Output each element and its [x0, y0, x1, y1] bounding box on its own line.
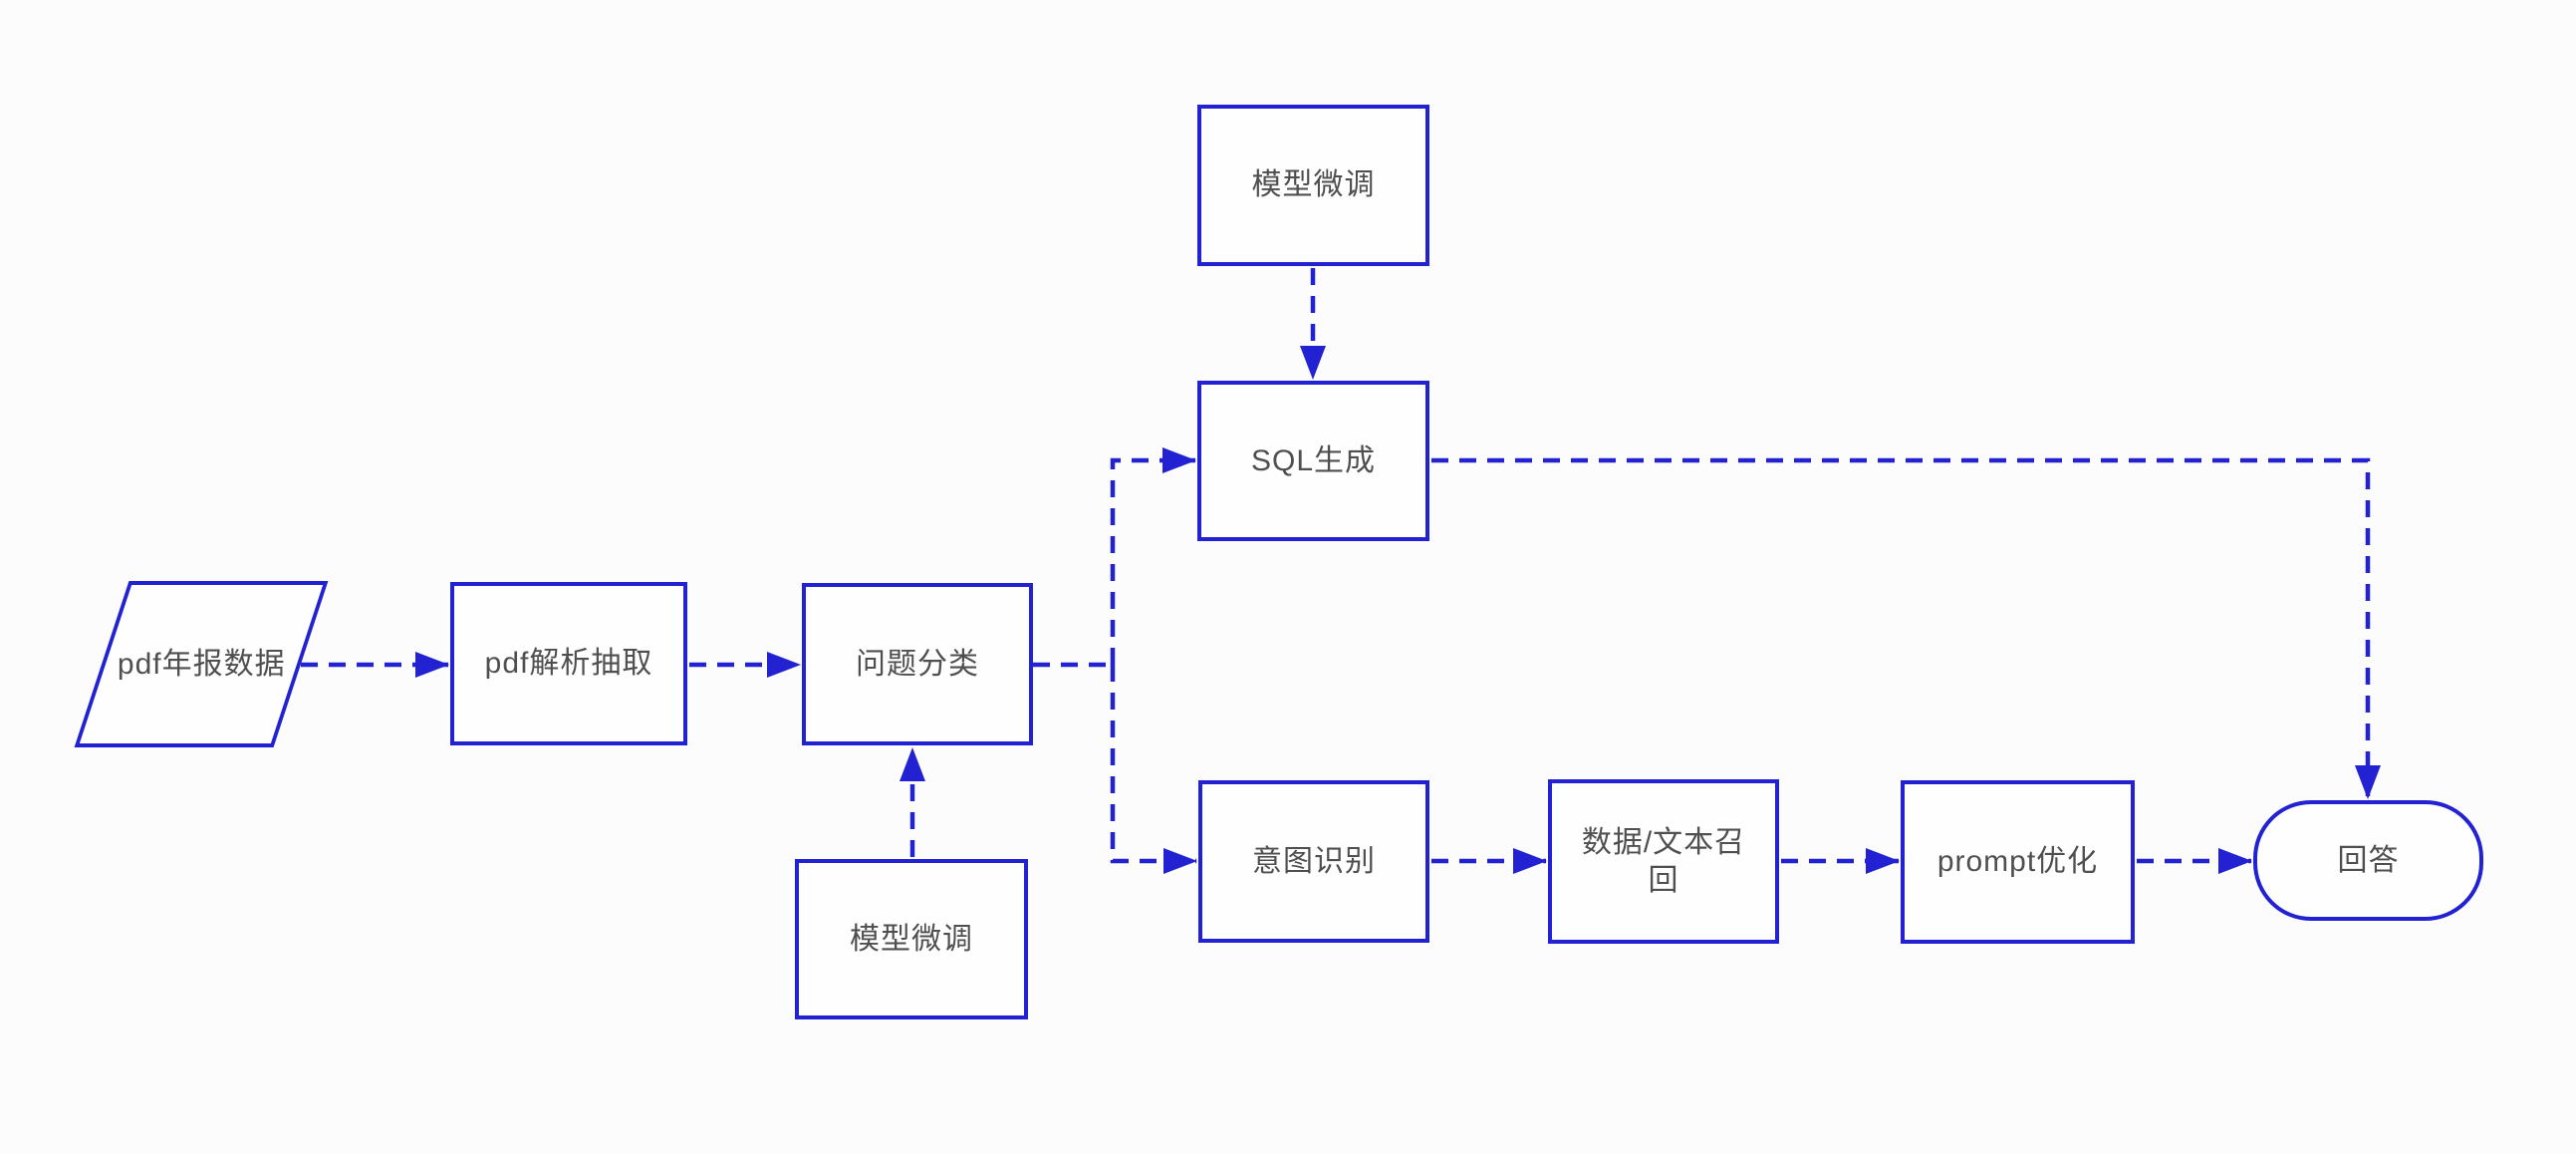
node-question-classify-label: 问题分类 [856, 647, 979, 681]
node-pdf-parse-label: pdf解析抽取 [484, 647, 653, 681]
node-intent-recognition: 意图识别 [1198, 780, 1429, 943]
edge-junction-intent [1110, 665, 1197, 874]
node-pdf-parse: pdf解析抽取 [450, 582, 687, 745]
edge-junction-sqlgen [1110, 447, 1196, 665]
node-pdf-source-label: pdf年报数据 [117, 647, 286, 681]
node-answer-label: 回答 [2337, 843, 2400, 877]
node-model-finetune-upper: 模型微调 [1197, 105, 1429, 266]
node-data-text-recall-label: 数据/文本召 回 [1581, 826, 1746, 897]
edge-sqlgen-answer [1431, 457, 2381, 799]
node-data-text-recall: 数据/文本召 回 [1548, 779, 1779, 944]
node-model-finetune-lower-label: 模型微调 [850, 922, 973, 956]
node-sql-generate: SQL生成 [1197, 381, 1429, 541]
node-sql-generate-label: SQL生成 [1250, 443, 1377, 477]
node-question-classify: 问题分类 [802, 583, 1033, 745]
node-prompt-optimize: prompt优化 [1901, 780, 2135, 944]
node-model-finetune-upper-label: 模型微调 [1251, 168, 1376, 202]
node-prompt-optimize-label: prompt优化 [1936, 845, 2099, 879]
node-intent-recognition-label: 意图识别 [1252, 844, 1376, 878]
node-answer: 回答 [2253, 800, 2483, 921]
node-model-finetune-lower: 模型微调 [795, 859, 1028, 1019]
